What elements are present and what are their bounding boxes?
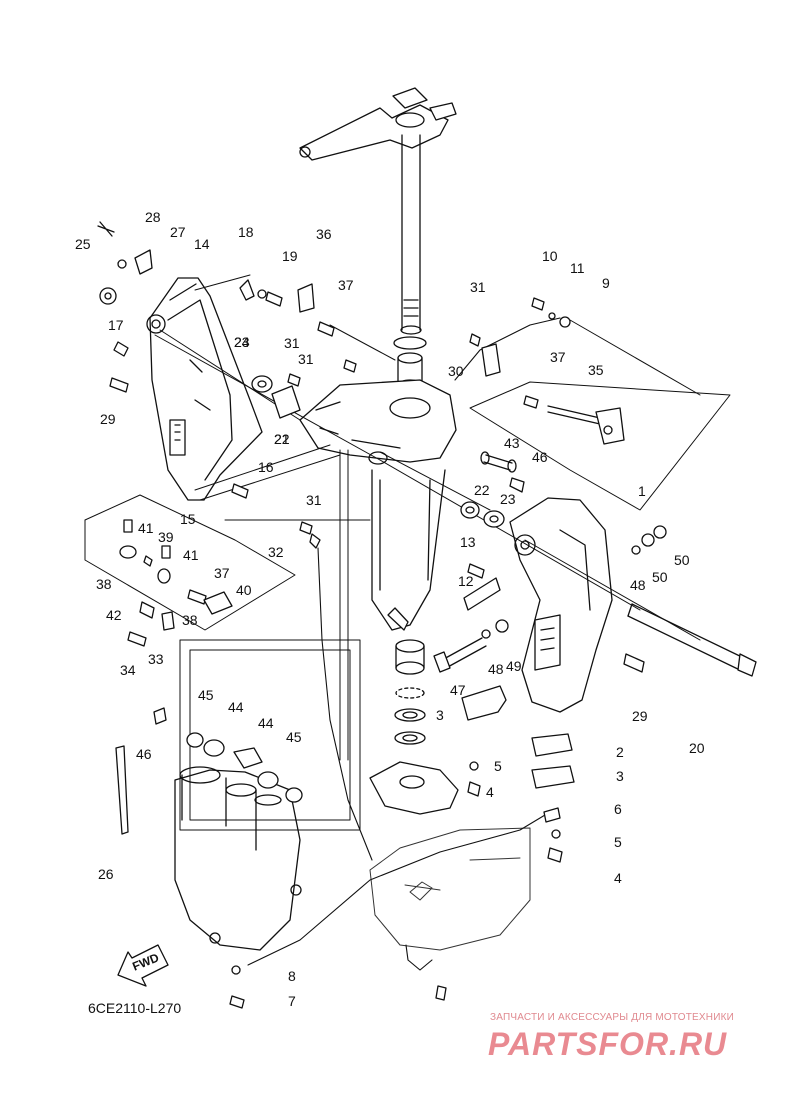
callout-20: 20 (689, 740, 705, 756)
callout-49: 49 (506, 658, 522, 674)
callout-32: 32 (268, 544, 284, 560)
callout-23: 23 (234, 334, 250, 350)
lower-casing-outline (369, 827, 531, 951)
callout-28: 28 (145, 209, 161, 225)
fwd-arrow-icon (117, 944, 169, 987)
callout-30: 30 (448, 363, 464, 379)
callout-31: 31 (298, 351, 314, 367)
callout-16: 16 (258, 459, 274, 475)
tilt-tube-part (627, 603, 757, 677)
callout-18: 18 (238, 224, 254, 240)
diagram-code: 6CE2110-L270 (88, 1000, 182, 1016)
callout-19: 19 (282, 248, 298, 264)
callout-4: 4 (486, 784, 494, 800)
callout-21: 21 (274, 431, 290, 447)
callout-39: 39 (158, 529, 174, 545)
callout-3: 3 (436, 707, 444, 723)
callout-25: 25 (75, 236, 91, 252)
callout-10: 10 (542, 248, 558, 264)
callout-4: 4 (614, 870, 622, 886)
callout-44: 44 (228, 699, 244, 715)
swivel-bracket-part (299, 379, 457, 631)
callout-31: 31 (470, 279, 486, 295)
callout-17: 17 (108, 317, 124, 333)
pin-part (480, 451, 517, 473)
callout-14: 14 (194, 236, 210, 252)
callout-29: 29 (100, 411, 116, 427)
right-clamp-bracket-part (509, 497, 613, 713)
callout-47: 47 (450, 682, 466, 698)
callout-31: 31 (284, 335, 300, 351)
callout-15: 15 (180, 511, 196, 527)
long-bolt-part (433, 637, 487, 673)
callout-41: 41 (138, 520, 154, 536)
callout-43: 43 (504, 435, 520, 451)
lower-bushing-stack (394, 639, 426, 745)
callout-7: 7 (288, 993, 296, 1009)
callout-50: 50 (674, 552, 690, 568)
wire-harness (247, 317, 561, 971)
callout-48: 48 (630, 577, 646, 593)
callout-45: 45 (286, 729, 302, 745)
callout-22: 22 (274, 431, 290, 447)
callout-2: 2 (616, 744, 624, 760)
callout-27: 27 (170, 224, 186, 240)
callout-37: 37 (338, 277, 354, 293)
callout-5: 5 (614, 834, 622, 850)
left-clamp-bracket-part (146, 277, 263, 501)
callout-48: 48 (488, 661, 504, 677)
callout-46: 46 (136, 746, 152, 762)
callout-31: 31 (306, 492, 322, 508)
callout-24: 24 (234, 334, 250, 350)
callout-26: 26 (98, 866, 114, 882)
callout-11: 11 (570, 260, 585, 276)
callout-29: 29 (632, 708, 648, 724)
callout-13: 13 (460, 534, 476, 550)
callout-41: 41 (183, 547, 199, 563)
watermark-caption: ЗАПЧАСТИ И АКСЕССУАРЫ ДЛЯ МОТОТЕХНИКИ (490, 1012, 735, 1023)
callout-8: 8 (288, 968, 296, 984)
callout-35: 35 (588, 362, 604, 378)
callout-22: 22 (474, 482, 490, 498)
callout-23: 23 (500, 491, 516, 507)
callout-44: 44 (258, 715, 274, 731)
thrust-rod-part (547, 405, 625, 445)
callout-33: 33 (148, 651, 164, 667)
callout-46: 46 (532, 449, 548, 465)
callout-45: 45 (198, 687, 214, 703)
steering-shaft-part (400, 134, 422, 335)
callout-40: 40 (236, 582, 252, 598)
callout-37: 37 (550, 349, 566, 365)
callout-3: 3 (616, 768, 624, 784)
callout-38: 38 (96, 576, 112, 592)
callout-1: 1 (638, 483, 646, 499)
callout-5: 5 (494, 758, 502, 774)
callout-34: 34 (120, 662, 136, 678)
callout-37: 37 (214, 565, 230, 581)
steering-arm-part (299, 87, 457, 161)
callout-36: 36 (316, 226, 332, 242)
fasteners (97, 221, 667, 1009)
callout-9: 9 (602, 275, 610, 291)
lower-yoke-part (369, 761, 459, 815)
trim-unit-part (174, 747, 302, 951)
callout-6: 6 (614, 801, 622, 817)
callout-12: 12 (458, 573, 474, 589)
reference-outline-lines (84, 274, 731, 831)
callout-50: 50 (652, 569, 668, 585)
watermark-brand-logo: PARTSFOR.RU (488, 1026, 728, 1062)
callout-38: 38 (182, 612, 198, 628)
callout-42: 42 (106, 607, 122, 623)
